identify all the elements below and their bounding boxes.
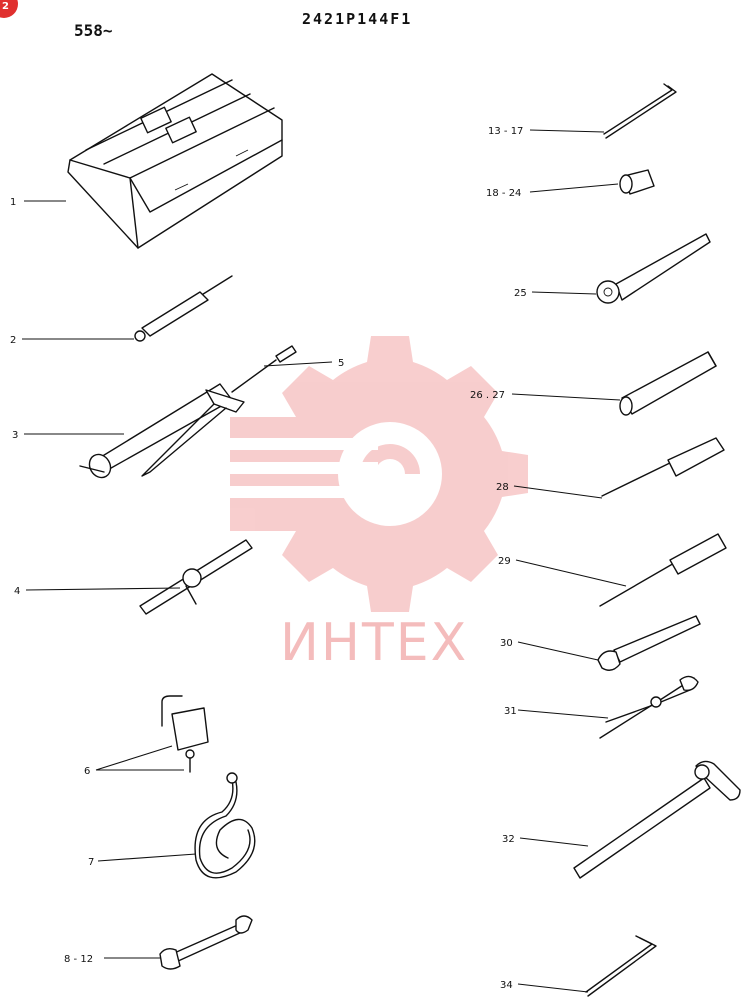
- label-1: 1: [10, 197, 16, 208]
- hammer-illustration: [573, 760, 741, 879]
- hex-key-large-illustration: [585, 935, 657, 997]
- label-2: 2: [10, 335, 16, 346]
- socket-illustration: [619, 169, 655, 195]
- label-29: 29: [498, 556, 511, 567]
- label-3: 3: [12, 430, 18, 441]
- label-31: 31: [504, 706, 517, 717]
- label-34: 34: [500, 980, 513, 991]
- bracket-pin-illustration: [161, 695, 209, 773]
- label-25: 25: [514, 288, 527, 299]
- label-5: 5: [338, 358, 344, 369]
- extension-bar-illustration: [619, 351, 717, 416]
- page-badge-label: 2: [2, 1, 9, 12]
- label-4: 4: [14, 586, 20, 597]
- ratchet-illustration: [596, 233, 711, 304]
- pliers-illustration: [599, 675, 699, 739]
- label-28: 28: [496, 482, 509, 493]
- watermark-text: ИНТЕХ: [280, 613, 468, 673]
- screwdriver-illustration: [601, 437, 725, 497]
- part-code: 2421P144F1: [302, 10, 412, 28]
- page-badge: 2: [0, 0, 18, 18]
- label-8-12: 8 - 12: [64, 954, 93, 965]
- label-26-27: 26 . 27: [470, 390, 505, 401]
- watermark-gear-logo: [228, 336, 528, 612]
- label-30: 30: [500, 638, 513, 649]
- serial-range: 558~: [74, 21, 113, 40]
- screwdriver-large-illustration: [599, 533, 727, 607]
- label-6: 6: [84, 766, 90, 777]
- grease-gun-illustration: [79, 345, 297, 479]
- label-13-17: 13 - 17: [488, 126, 523, 137]
- open-end-wrench-illustration: [159, 915, 253, 970]
- toolbox-illustration: [67, 73, 283, 249]
- label-18-24: 18 - 24: [486, 188, 521, 199]
- label-32: 32: [502, 834, 515, 845]
- pin-tool-illustration: [134, 275, 233, 342]
- grease-hose-illustration: [194, 772, 256, 879]
- t-handle-wrench-illustration: [139, 539, 253, 615]
- label-7: 7: [88, 857, 94, 868]
- adjustable-wrench-illustration: [597, 615, 701, 671]
- hex-key-illustration: [603, 83, 677, 139]
